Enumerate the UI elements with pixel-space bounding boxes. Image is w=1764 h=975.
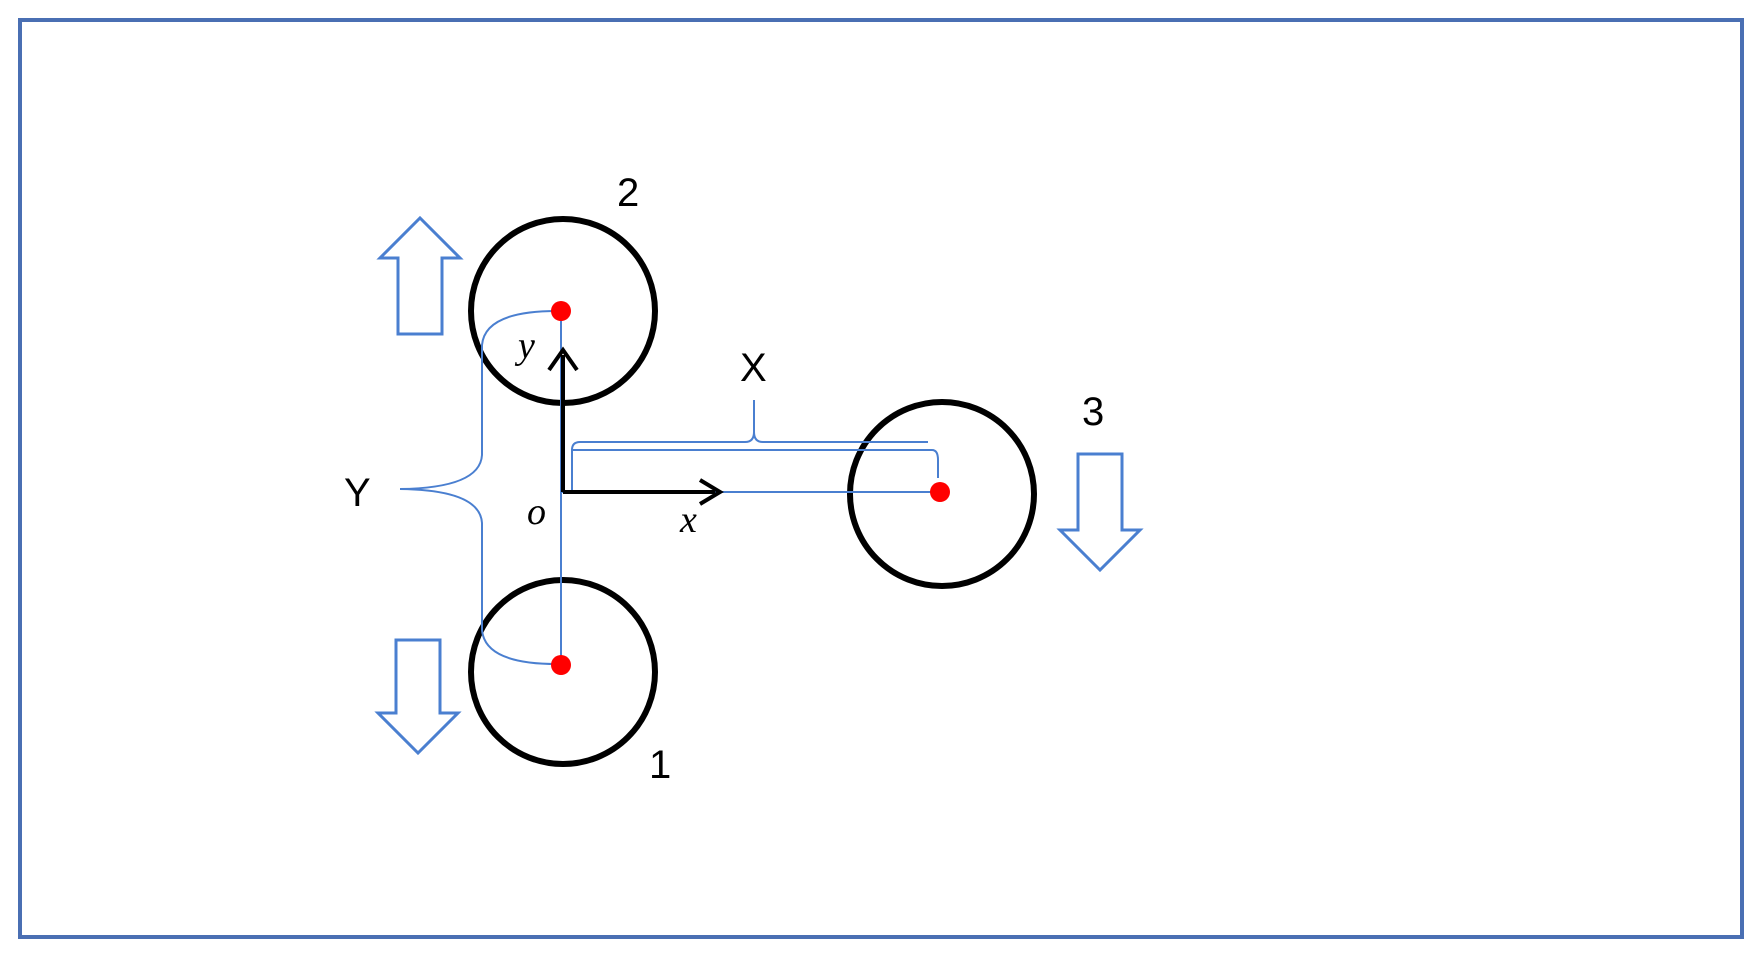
wheel-1-down-arrow [374, 638, 462, 756]
coordinate-axes [547, 346, 724, 506]
wheel-3-label: 3 [1082, 390, 1104, 434]
wheel-1-center [551, 655, 571, 675]
x-brace [571, 400, 928, 451]
x-axis-label: x [679, 499, 697, 541]
origin-label: o [527, 491, 546, 533]
wheel-1-label: 1 [649, 743, 671, 787]
wheel-3 [847, 399, 1037, 589]
wheel-3-down-arrow [1056, 452, 1144, 573]
y-axis-label: y [514, 325, 535, 367]
y-brace [399, 310, 558, 665]
wheel-2-label: 2 [617, 171, 639, 215]
wheel-2-up-arrow [376, 215, 464, 336]
wheel-3-center [930, 482, 950, 502]
y-dimension-label: Y [344, 471, 371, 515]
wheel-1 [468, 577, 658, 767]
x-dimension-label: X [740, 346, 767, 390]
wheel-2-center [551, 301, 571, 321]
diagram-frame [18, 18, 1744, 939]
